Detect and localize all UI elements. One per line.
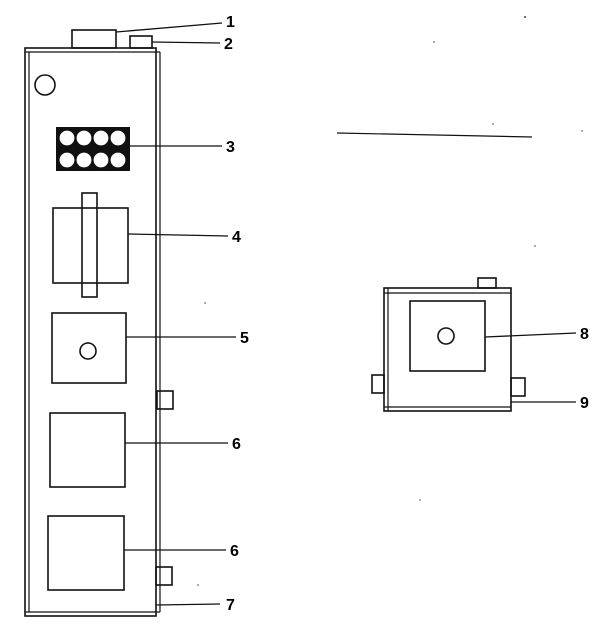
pin-connector bbox=[56, 127, 130, 171]
switch-block bbox=[51, 312, 127, 384]
callout-5: 5 bbox=[240, 330, 249, 347]
blank-block-lower bbox=[47, 515, 125, 591]
small-module-inner-square bbox=[409, 300, 486, 372]
top-tab bbox=[71, 29, 117, 49]
leader-7 bbox=[155, 603, 221, 606]
mounting-hole bbox=[34, 74, 56, 96]
callout-6b: 6 bbox=[230, 543, 239, 560]
top-clip bbox=[129, 35, 153, 49]
leader-8 bbox=[484, 332, 577, 338]
callout-4: 4 bbox=[232, 229, 241, 246]
callout-9: 9 bbox=[580, 395, 589, 412]
leader-1 bbox=[115, 22, 223, 33]
small-module-right-tab bbox=[510, 377, 526, 397]
leader-4 bbox=[127, 233, 229, 237]
separator-line bbox=[336, 132, 533, 138]
leader-2 bbox=[151, 41, 221, 44]
callout-6a: 6 bbox=[232, 436, 241, 453]
small-module-knob bbox=[437, 327, 455, 345]
small-module-left-tab bbox=[371, 374, 385, 394]
callout-8: 8 bbox=[580, 326, 589, 343]
small-module bbox=[371, 277, 526, 412]
bottom-side-tab bbox=[155, 566, 173, 586]
relay-component bbox=[52, 192, 129, 298]
side-tab bbox=[156, 390, 174, 410]
scan-specks bbox=[197, 16, 583, 586]
callout-3: 3 bbox=[226, 139, 235, 156]
small-module-top-tab bbox=[477, 277, 497, 289]
callout-7: 7 bbox=[226, 597, 235, 614]
blank-block-upper bbox=[49, 412, 126, 488]
callout-1: 1 bbox=[226, 14, 235, 31]
callout-2: 2 bbox=[224, 36, 233, 53]
